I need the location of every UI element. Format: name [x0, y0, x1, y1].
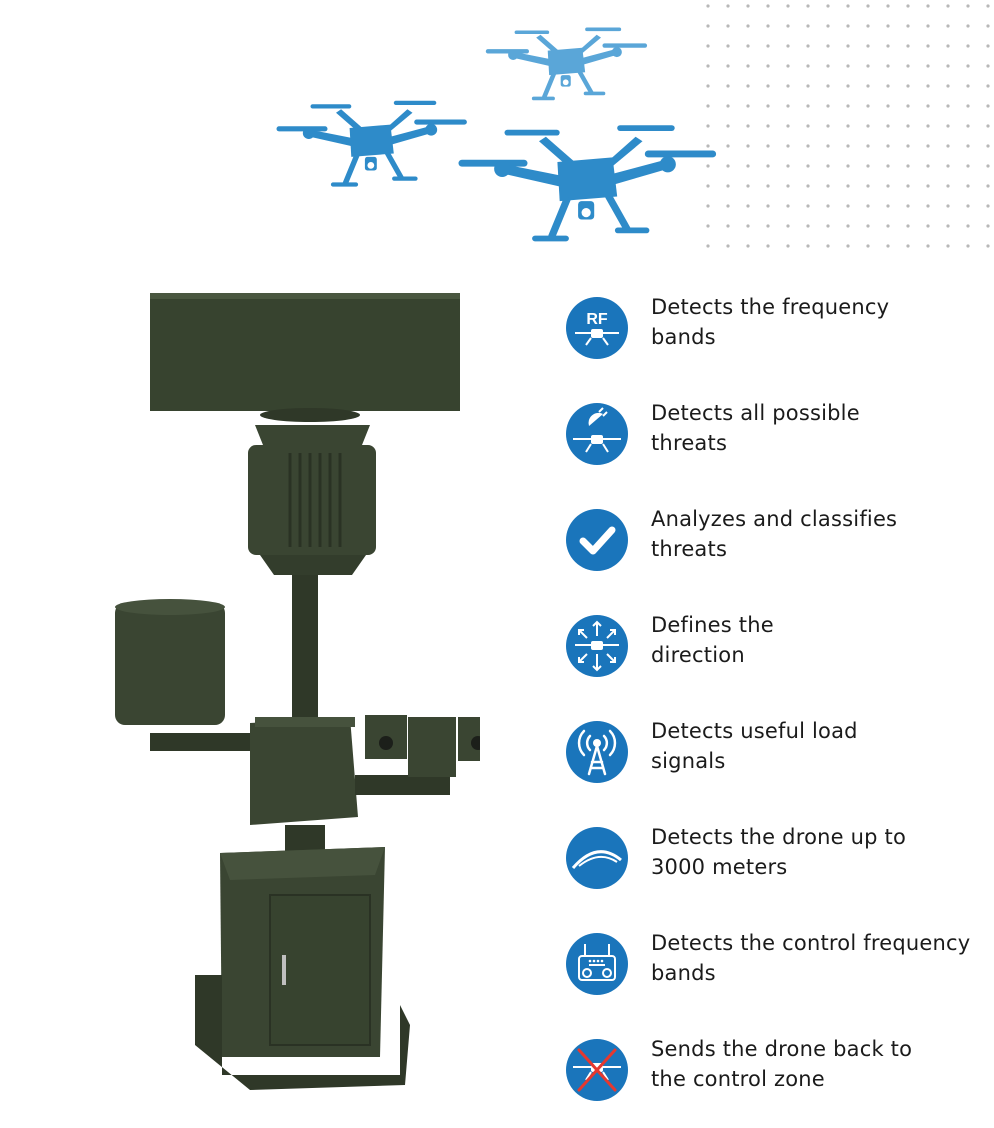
crossed-drone-icon: [566, 1039, 628, 1101]
feature-label-send-back: Sends the drone back to the control zone: [651, 1037, 913, 1091]
feature-item-all-threats: Detects all possible threats: [565, 396, 985, 472]
range-arc-icon: [566, 827, 628, 889]
feature-label-classify-threats: Analyzes and classifies threats: [651, 507, 898, 561]
feature-item-frequency-bands: RF Detects the frequency bands: [565, 290, 985, 366]
rf-drone-icon: RF: [566, 297, 628, 359]
remote-controller-icon: [566, 933, 628, 995]
feature-item-classify-threats: Analyzes and classifies threats: [565, 502, 985, 578]
feature-item-direction: Defines the direction: [565, 608, 985, 684]
feature-label-range: Detects the drone up to 3000 meters: [651, 825, 907, 879]
feature-label-all-threats: Detects all possible threats: [651, 401, 860, 455]
drones-illustration: [276, 27, 717, 242]
feature-item-range: Detects the drone up to 3000 meters: [565, 820, 985, 896]
signal-tower-icon: [566, 721, 628, 783]
direction-arrows-drone-icon: [566, 615, 628, 677]
anti-drone-system-device: [115, 293, 480, 1090]
feature-item-send-back: Sends the drone back to the control zone: [565, 1032, 985, 1108]
dot-pattern: [696, 0, 994, 250]
checkmark-icon: [566, 509, 628, 571]
feature-label-control-bands: Detects the control frequency bands: [651, 931, 971, 985]
feature-item-control-bands: Detects the control frequency bands: [565, 926, 985, 1002]
feature-label-direction: Defines the direction: [651, 613, 774, 667]
feature-item-load-signals: Detects useful load signals: [565, 714, 985, 790]
rf-badge-text: RF: [586, 311, 608, 328]
satellite-drone-icon: [566, 403, 628, 465]
feature-label-frequency-bands: Detects the frequency bands: [651, 295, 890, 349]
feature-label-load-signals: Detects useful load signals: [651, 719, 858, 773]
